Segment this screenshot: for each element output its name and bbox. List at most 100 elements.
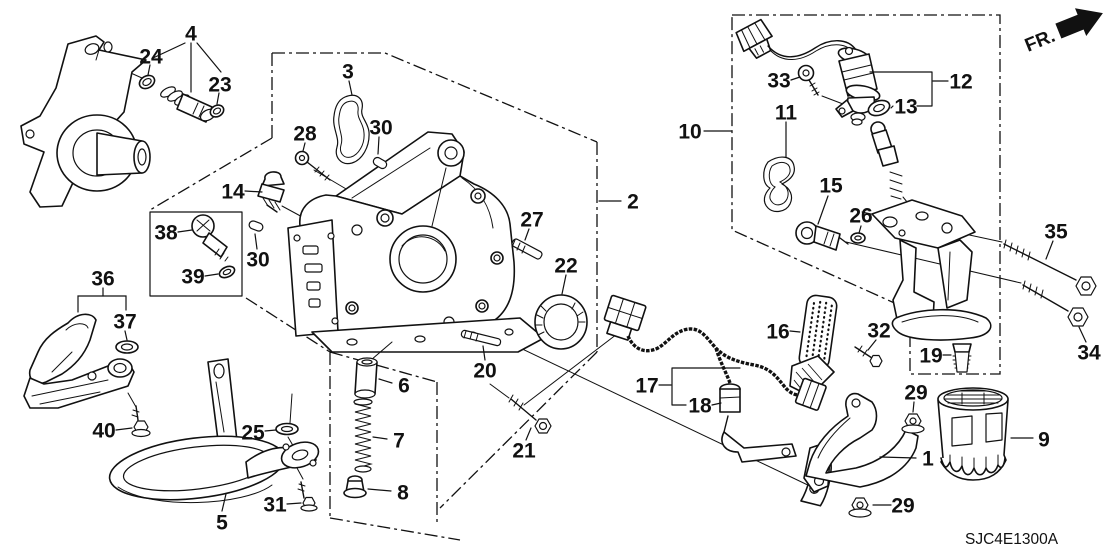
callout-leader-30 [254,233,258,250]
callout-40: 40 [92,420,115,443]
callout-34: 34 [1077,342,1101,365]
callout-33: 33 [767,70,790,93]
callout-leader-22 [561,274,567,295]
callout-leader-23 [216,92,220,105]
callout-2: 2 [627,191,639,214]
callout-leader-20 [482,345,486,361]
dowel-pin-30-top-art [372,156,388,170]
callout-leader-31 [286,502,302,505]
dowel-pin-30-left-art [248,220,264,232]
callout-25: 25 [241,422,265,445]
callout-13: 13 [894,96,917,119]
callout-leader-35 [1045,240,1054,260]
callout-leader-18 [711,402,722,406]
callout-21: 21 [512,440,536,463]
callout-bracket-lines [77,42,933,406]
engine-block-art [20,35,151,208]
callout-36: 36 [91,268,114,291]
callout-leader-26 [858,225,862,234]
spool-valve-assembly-art [735,18,992,373]
diagram-code: SJC4E1300A [965,531,1059,548]
oil-seal-22-art [534,294,588,350]
fr-direction-indicator: FR. [1022,8,1103,57]
callout-leader-28 [302,142,306,152]
callout-leader-32 [867,339,877,351]
callout-39: 39 [181,266,204,289]
callout-leader-15 [817,195,829,225]
gasket-art [333,94,370,165]
callout-29: 29 [891,495,914,518]
oil-filter-art [937,387,1009,481]
callout-leader-34 [1078,326,1087,343]
callout-30: 30 [246,249,269,272]
callout-leader-25 [264,429,277,432]
valve-assembly-art [138,74,225,123]
relief-valve-parts-art [343,341,393,499]
callout-35: 35 [1044,221,1068,244]
callout-leader-38 [177,229,193,233]
callout-leader-16 [789,330,801,333]
callout-leader-5 [221,493,227,512]
callout-leader-27 [524,228,530,241]
oil-pump-housing-art [287,131,545,353]
callout-leader-29 [912,401,915,413]
callout-37: 37 [113,311,136,334]
flange-bolt-21-art [508,394,552,434]
callout-28: 28 [293,123,317,146]
callout-leader-21 [525,427,532,441]
callout-9: 9 [1038,429,1050,452]
callout-22: 22 [554,255,577,278]
callout-32: 32 [867,320,890,343]
callout-leader-1 [879,456,917,459]
callout-31: 31 [263,494,287,517]
callout-30: 30 [369,117,392,140]
callout-leader-3 [348,80,353,96]
callout-27: 27 [520,209,543,232]
assembly-boundary-lines [149,14,1001,541]
callout-6: 6 [398,375,410,398]
callout-12: 12 [949,71,972,94]
callout-20: 20 [473,360,496,383]
callout-16: 16 [766,321,789,344]
fr-label: FR. [1022,26,1058,57]
stud-bolt-20-art [460,329,502,347]
callout-leader-13 [890,105,894,109]
callout-5: 5 [216,512,228,535]
mounting-bolts-art [1003,239,1097,327]
callout-38: 38 [154,222,178,245]
callout-leader-37 [124,330,128,341]
callout-26: 26 [849,205,872,228]
filter-bracket-art [803,392,925,518]
callout-14: 14 [221,181,245,204]
callout-4: 4 [185,23,197,46]
callout-15: 15 [819,175,843,198]
stud-bolt-27-art [511,238,543,260]
callout-leader-33 [790,76,801,81]
callout-19: 19 [919,345,942,368]
callout-23: 23 [208,74,231,97]
callout-leader-7 [372,436,388,440]
callout-7: 7 [393,430,405,453]
callout-3: 3 [342,61,354,84]
callout-leader-30 [377,136,380,155]
fr-arrow-icon [1055,8,1103,39]
callout-24: 24 [139,46,163,69]
callout-18: 18 [688,395,712,418]
callout-leader-24 [147,64,151,76]
switch-38-box [149,211,243,297]
callout-leader-40 [115,427,133,431]
callout-1: 1 [922,448,934,471]
baffle-plate-art [23,313,151,438]
callout-29: 29 [904,382,927,405]
callout-10: 10 [678,121,701,144]
sensor-harness-art [603,294,832,507]
callout-leader-6 [378,378,393,384]
callout-leader-8 [367,488,392,492]
callout-11: 11 [775,102,798,125]
callout-8: 8 [397,482,409,505]
callout-leader-39 [204,273,219,277]
callout-17: 17 [635,375,658,398]
